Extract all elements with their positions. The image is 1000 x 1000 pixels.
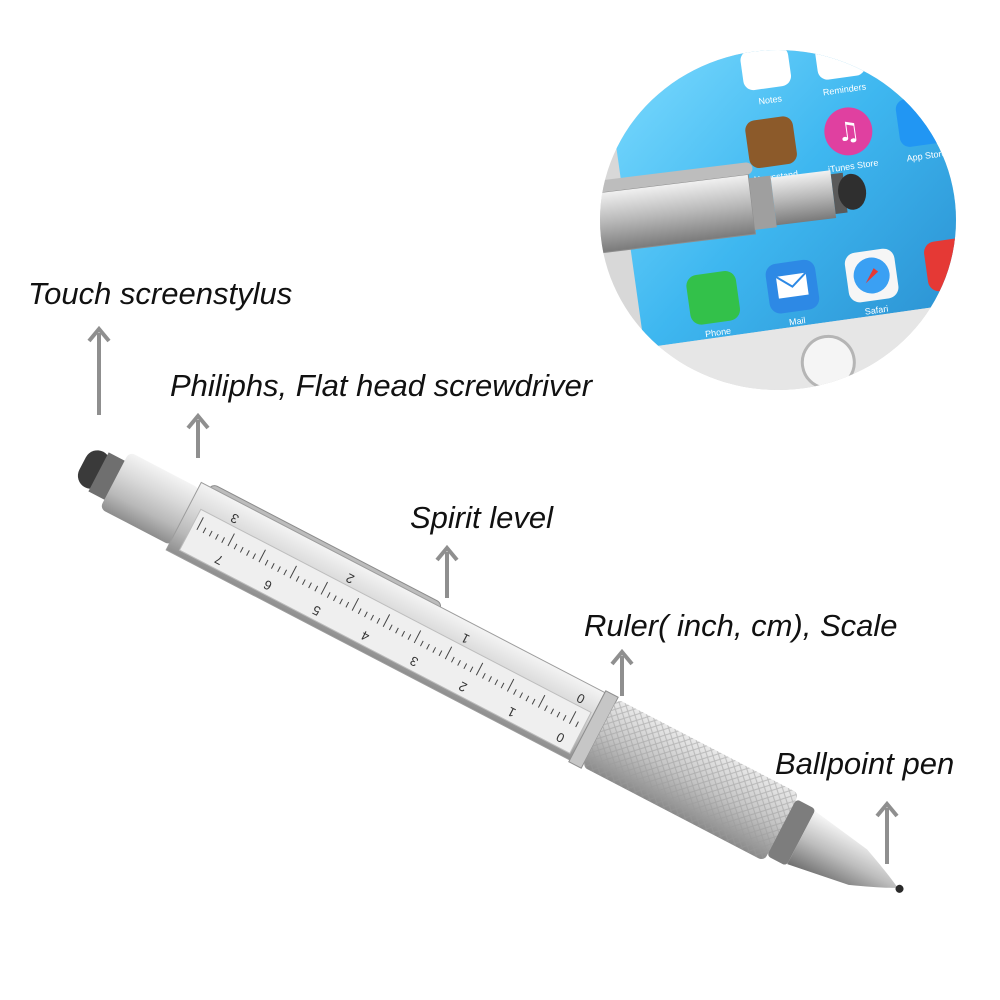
touchscreen-inset-photo: Notes Reminders ♫ Newsstand iTunes Store… bbox=[600, 50, 956, 390]
svg-text:♫: ♫ bbox=[835, 116, 862, 149]
pen-ring bbox=[768, 800, 815, 865]
up-arrow-icon bbox=[87, 325, 111, 415]
label-spirit-level: Spirit level bbox=[410, 500, 553, 535]
pen-cap bbox=[101, 453, 199, 544]
mail-app-label: Mail bbox=[788, 315, 806, 327]
safari-app-label: Safari bbox=[864, 304, 889, 317]
up-arrow-icon bbox=[875, 800, 899, 864]
label-ballpoint-pen: Ballpoint pen bbox=[775, 746, 955, 781]
itunes-store-icon bbox=[824, 107, 873, 156]
pen-tip bbox=[787, 810, 898, 888]
stylus-tip bbox=[77, 450, 127, 501]
label-touch-screen-stylus: Touch screenstylus bbox=[28, 276, 293, 311]
up-arrow-icon bbox=[435, 544, 459, 598]
ruler-face bbox=[178, 508, 592, 754]
inset-stylus-tip bbox=[838, 173, 867, 210]
notes-app-icon bbox=[740, 50, 792, 91]
phone-app-label: Phone bbox=[704, 326, 731, 340]
label-screwdriver: Philiphs, Flat head screwdriver bbox=[170, 368, 593, 403]
label-ruler-scale: Ruler( inch, cm), Scale bbox=[584, 608, 898, 643]
newsstand-app-icon bbox=[745, 116, 797, 169]
phone-app-icon bbox=[686, 270, 741, 325]
notes-app-label: Notes bbox=[758, 93, 783, 106]
app-store-icon bbox=[895, 95, 948, 147]
up-arrow-icon bbox=[610, 648, 634, 696]
up-arrow-icon bbox=[186, 412, 210, 458]
